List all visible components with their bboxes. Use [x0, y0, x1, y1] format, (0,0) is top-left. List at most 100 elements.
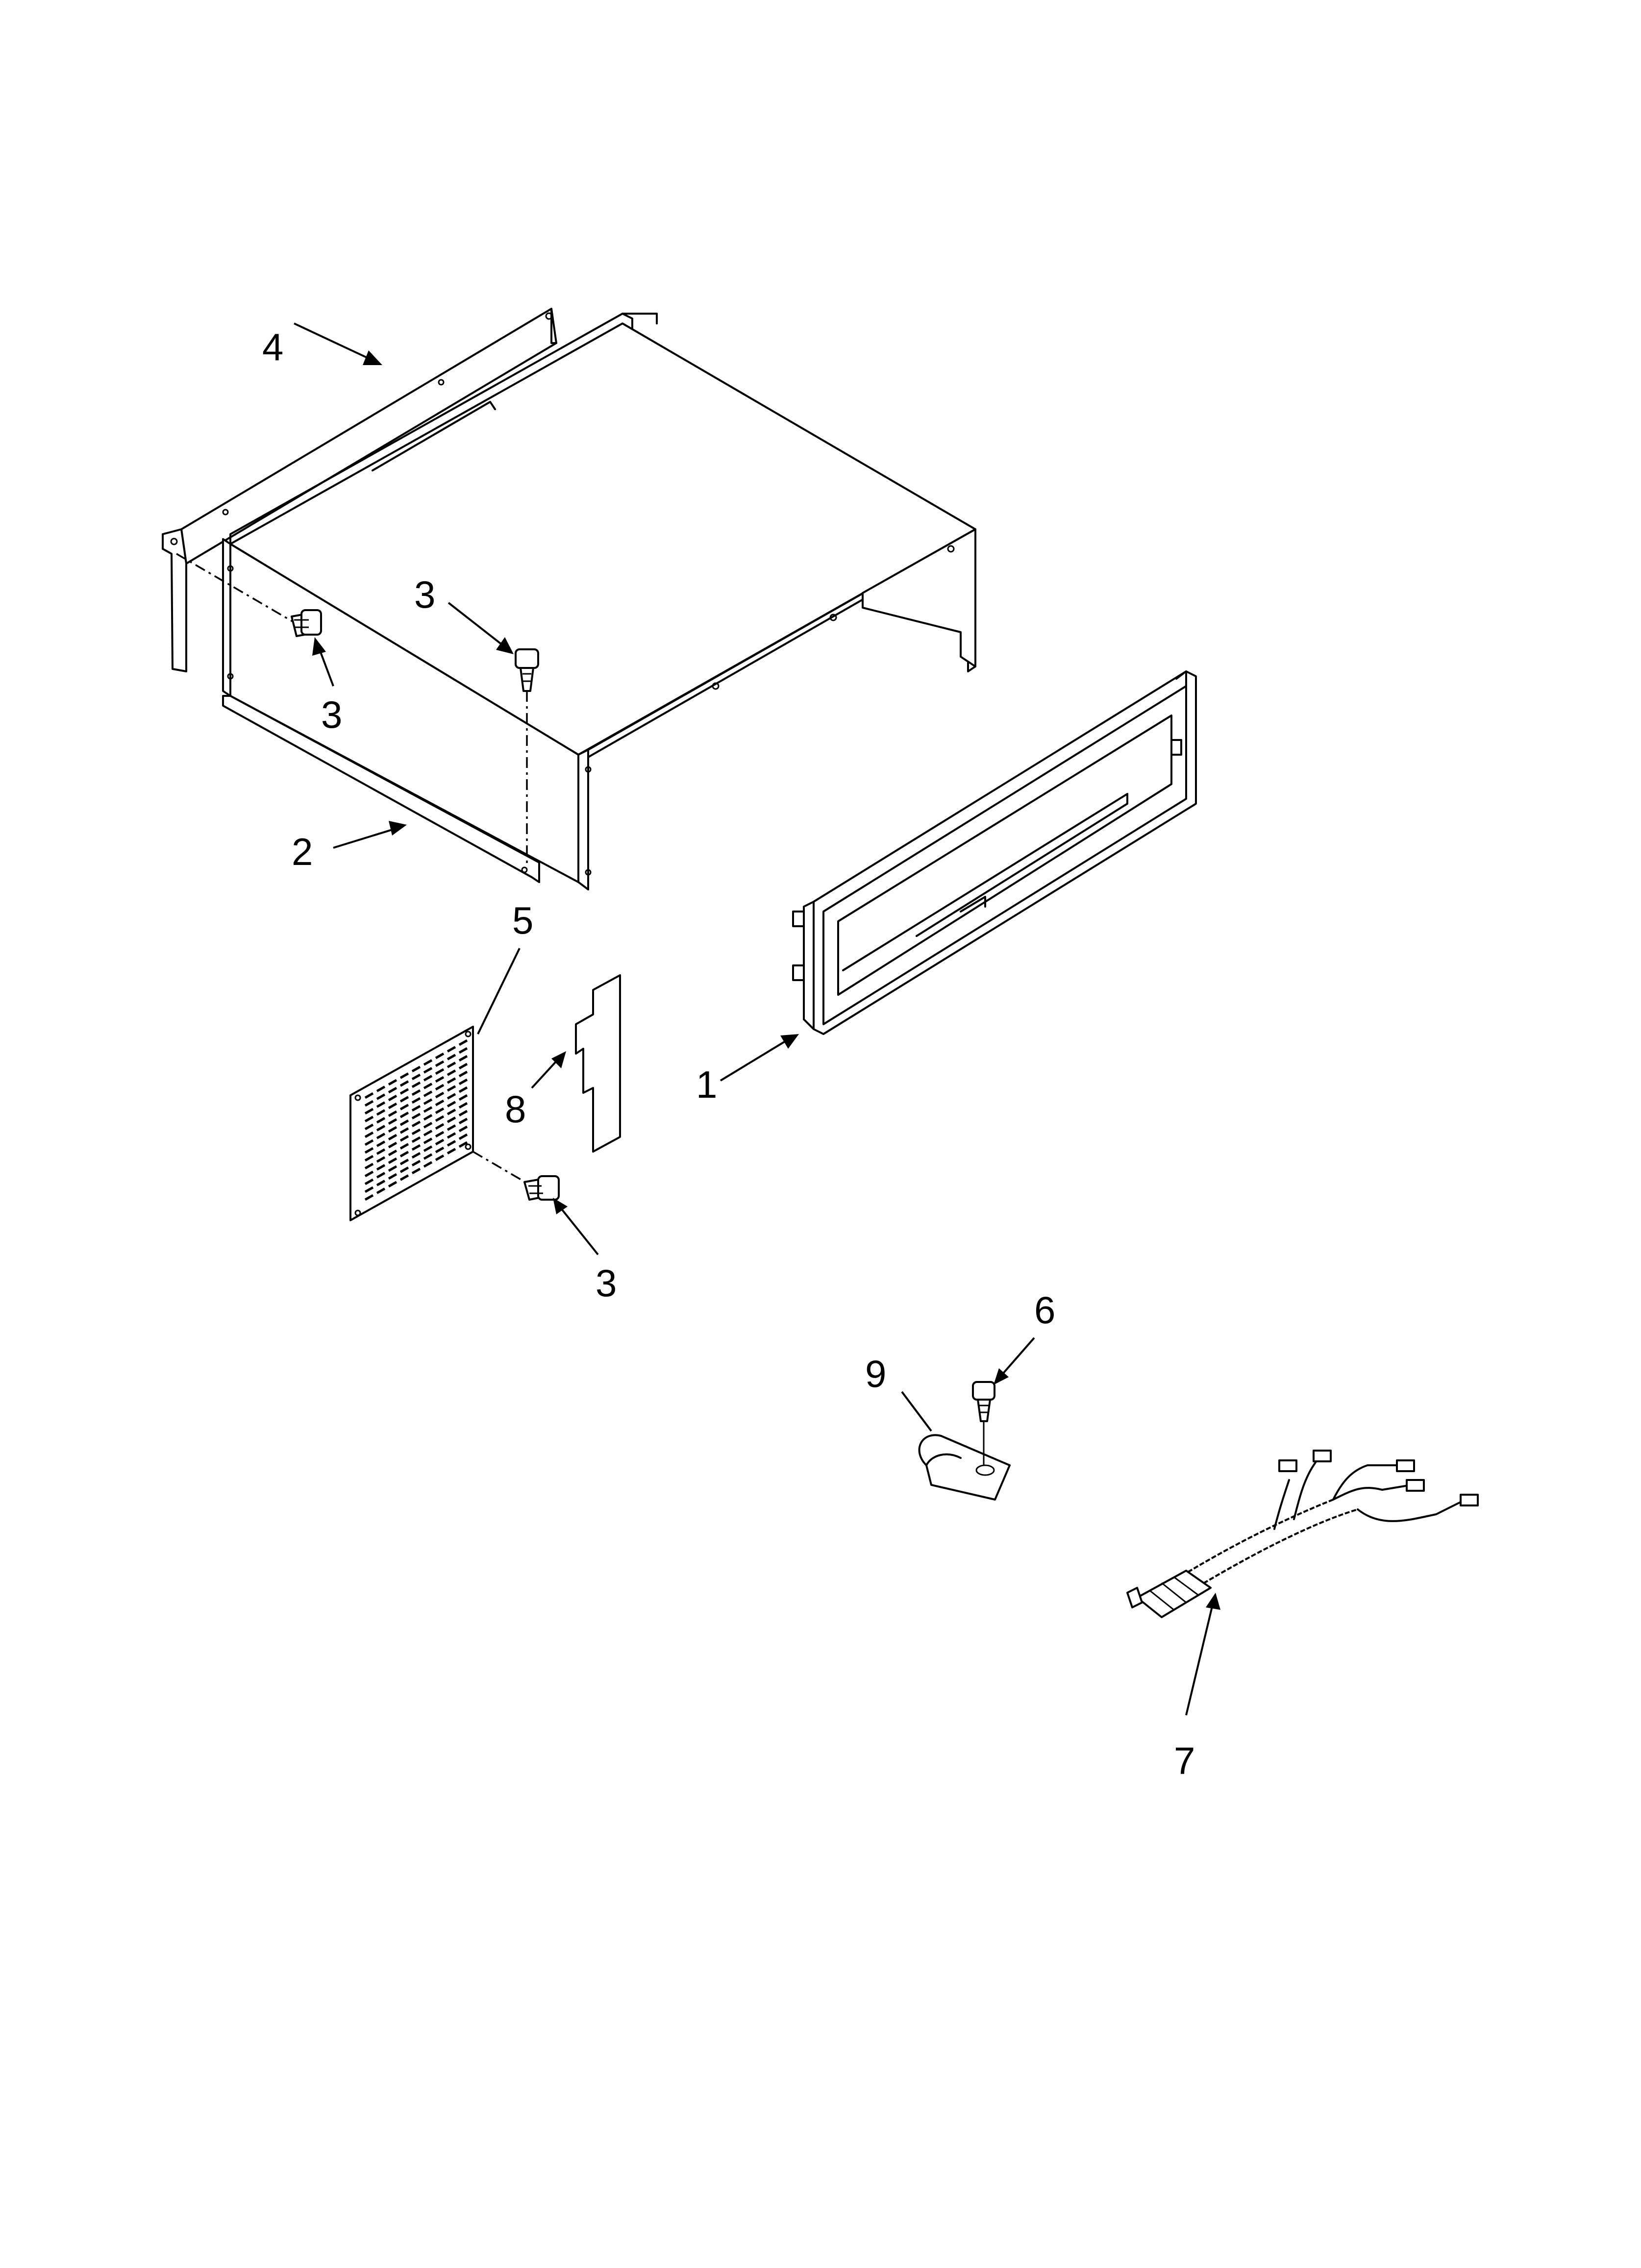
callout-5: 5 [512, 899, 533, 942]
grille-slot [364, 1178, 374, 1185]
grille-slot [388, 1141, 398, 1149]
grille-slot [435, 1076, 445, 1083]
grille-slot [376, 1085, 386, 1092]
grille-slot [376, 1148, 386, 1155]
grille-slot [399, 1111, 409, 1118]
grille-slot [364, 1155, 374, 1162]
grille-slot [388, 1134, 398, 1141]
grille-slot [435, 1052, 445, 1060]
grille-slot [411, 1144, 421, 1151]
callout-9: 9 [865, 1352, 886, 1395]
grille-slot [399, 1096, 409, 1103]
grille-slot [458, 1078, 468, 1085]
callout-3-grille: 3 [596, 1261, 617, 1305]
callout-2: 2 [292, 830, 313, 873]
grille-slot [458, 1086, 468, 1093]
grille-slot [376, 1101, 386, 1108]
part-9-clamp [918, 1434, 1011, 1501]
grille-slot [388, 1086, 398, 1094]
grille-slot [364, 1147, 374, 1154]
grille-slot [364, 1131, 374, 1138]
grille-slot [458, 1102, 468, 1109]
grille-slot [423, 1106, 433, 1113]
grille-slot [399, 1143, 409, 1150]
grille-slot [411, 1136, 421, 1143]
grille-slot [435, 1146, 445, 1154]
grille-slot [423, 1122, 433, 1129]
grille-slot [399, 1104, 409, 1110]
grille-slot [447, 1116, 456, 1123]
grille-slot [376, 1164, 386, 1171]
grille-slot [388, 1102, 398, 1109]
grille-slot [388, 1079, 398, 1086]
grille-slot [388, 1110, 398, 1117]
part-7-wire-harness [1126, 1450, 1479, 1618]
callout-8: 8 [505, 1087, 526, 1131]
grille-slot [399, 1166, 409, 1173]
grille-slot [376, 1093, 386, 1100]
grille-slot [447, 1148, 456, 1155]
grille-slot [447, 1046, 456, 1053]
grille-slot [376, 1180, 386, 1186]
callout-4: 4 [262, 325, 283, 369]
callout-1: 1 [696, 1063, 717, 1106]
grille-slot [435, 1084, 445, 1091]
grille-slot [411, 1105, 421, 1112]
grille-slot [399, 1088, 409, 1095]
grille-slot [447, 1093, 456, 1100]
grille-slot [364, 1123, 374, 1131]
part-5-grille [349, 1026, 474, 1221]
callout-6: 6 [1034, 1288, 1055, 1331]
grille-slot [364, 1115, 374, 1123]
grille-slot [423, 1145, 433, 1152]
grille-slot [423, 1090, 433, 1097]
grille-slot [435, 1107, 445, 1114]
grille-slot [447, 1085, 456, 1092]
grille-slot [423, 1067, 433, 1074]
grille-slot [411, 1112, 421, 1120]
grille-slot [423, 1083, 433, 1089]
grille-slot [435, 1115, 445, 1122]
grille-slot [458, 1109, 468, 1117]
grille-slot [388, 1149, 398, 1157]
grille-slot [399, 1127, 409, 1134]
grille-slot [435, 1131, 445, 1138]
grille-slot [376, 1133, 386, 1139]
grille-slot [458, 1062, 468, 1070]
grille-slot [399, 1151, 409, 1158]
grille-slot [388, 1157, 398, 1164]
callout-3-side: 3 [321, 693, 342, 736]
grille-slot [435, 1138, 445, 1146]
grille-slot [364, 1162, 374, 1170]
part-2-housing [222, 313, 976, 890]
grille-slot [364, 1108, 374, 1115]
grille-slot [458, 1094, 468, 1101]
grille-slot [458, 1141, 468, 1148]
grille-slot [411, 1128, 421, 1135]
grille-slot [411, 1073, 421, 1081]
grille-slot [364, 1194, 374, 1201]
grille-slot [376, 1109, 386, 1116]
grille-slot [423, 1130, 433, 1136]
callout-7: 7 [1174, 1739, 1195, 1782]
grille-slot [423, 1075, 433, 1082]
part-6-screw [972, 1381, 995, 1465]
grille-slot [376, 1156, 386, 1163]
grille-slot [435, 1123, 445, 1130]
grille-slot [458, 1039, 468, 1046]
grille-slot [388, 1126, 398, 1133]
grille-slot [376, 1125, 386, 1132]
grille-slot [447, 1061, 456, 1068]
grille-slot [364, 1139, 374, 1146]
grille-slot [423, 1161, 433, 1168]
grille-slot [399, 1174, 409, 1181]
grille-slot [458, 1125, 468, 1133]
part-1-front-frame [792, 670, 1197, 1035]
grille-slot [388, 1165, 398, 1172]
grille-slot [423, 1059, 433, 1066]
grille-slot [411, 1097, 421, 1104]
grille-slot [447, 1069, 456, 1076]
grille-slot [447, 1101, 456, 1108]
grille-slot [388, 1173, 398, 1180]
